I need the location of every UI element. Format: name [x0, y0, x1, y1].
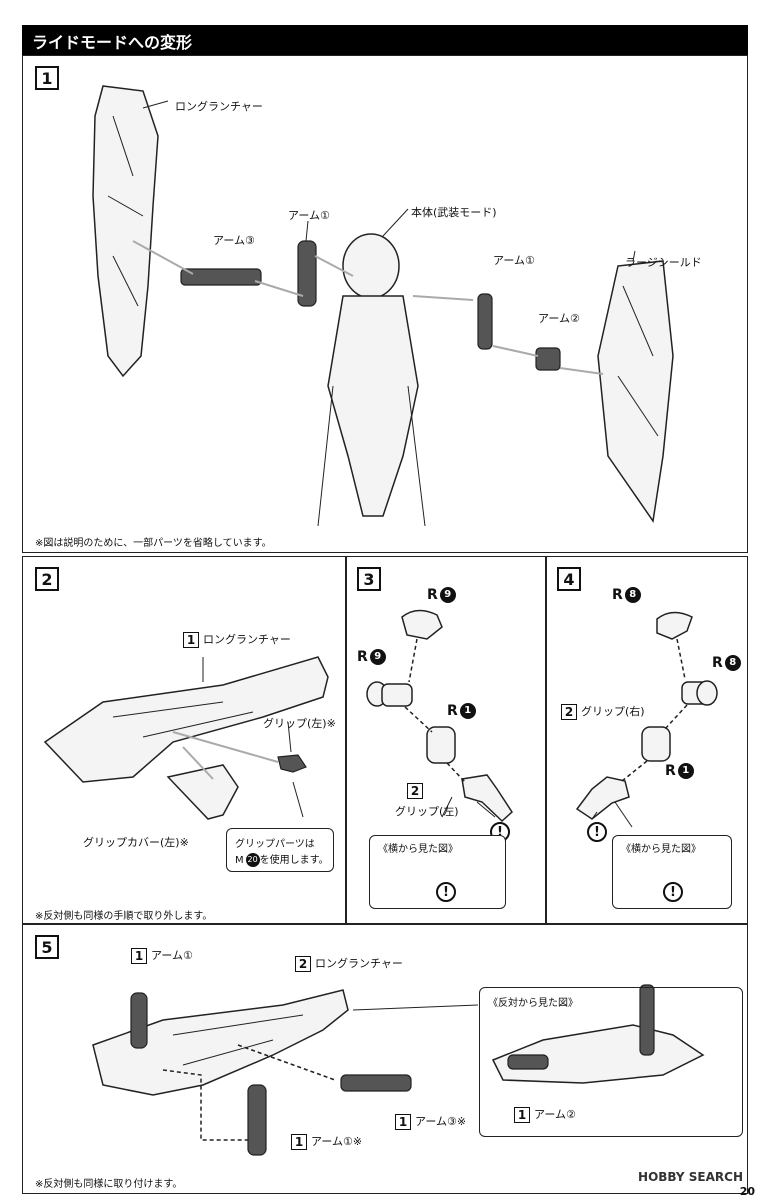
label-arm2: アーム②: [538, 312, 580, 325]
label-body: 本体(武装モード): [411, 206, 497, 219]
side-view-box: 《横から見た図》 !: [369, 835, 506, 909]
ref-step-number: 1: [291, 1134, 307, 1150]
label-large-shield: ラージシールド: [625, 256, 702, 269]
ref-step-number: 1: [183, 632, 199, 648]
part-number-badge: 8: [724, 655, 741, 671]
label-long-launcher: ロングランチャー: [175, 100, 263, 113]
ref-step-number: 1: [514, 1107, 530, 1123]
label-arm1-a: アーム①: [288, 209, 330, 222]
part-number-badge: 9: [369, 649, 386, 665]
step-5-note: ※反対側も同様に取り付けます。: [35, 1179, 183, 1190]
step-number: 5: [35, 935, 59, 959]
step-1-note: ※図は説明のために、一部パーツを省略しています。: [35, 538, 272, 549]
step-number: 1: [35, 66, 59, 90]
part-number-badge: 9: [439, 587, 456, 603]
part-number-badge: 1: [677, 763, 694, 779]
step-1-illustration: [92, 85, 674, 527]
side-view-title: 《横から見た図》: [378, 844, 458, 855]
warning-icon: !: [587, 822, 607, 842]
label-grip-left: グリップ(左)※: [263, 717, 336, 730]
step-number: 2: [35, 567, 59, 591]
side-view-box: 《横から見た図》 !: [612, 835, 732, 909]
label-grip-cover: グリップカバー(左)※: [83, 836, 189, 849]
part-number-badge: 1: [459, 703, 476, 719]
step-number: 3: [357, 567, 381, 591]
label-arm3: アーム③: [213, 234, 255, 247]
ref-step-number: 2: [295, 956, 311, 972]
opposite-view-title: 《反対から見た図》: [488, 998, 578, 1009]
label-grip-left: グリップ(左): [395, 805, 459, 818]
ref-step-number: 1: [395, 1114, 411, 1130]
page-number: 20: [739, 1185, 755, 1198]
label-arm1-b: アーム①: [493, 254, 535, 267]
ref-step-number: 2: [561, 704, 577, 720]
warning-icon: !: [436, 882, 456, 902]
step-number: 4: [557, 567, 581, 591]
page-title: ライドモードへの変形: [32, 33, 193, 52]
warning-icon: !: [663, 882, 683, 902]
step-2-illustration: [43, 656, 329, 820]
ref-step-number: 1: [131, 948, 147, 964]
step-3-grip-label: 2: [407, 783, 427, 799]
step-5-illustration: [92, 984, 705, 1156]
runner-number-badge: 20: [245, 853, 260, 867]
watermark: HOBBY SEARCH: [638, 1170, 743, 1184]
part-number-badge: 8: [624, 587, 641, 603]
side-view-title: 《横から見た図》: [621, 844, 701, 855]
ref-step-number: 2: [407, 783, 423, 799]
step-2-note: ※反対側も同様の手順で取り外します。: [35, 911, 213, 922]
step-1-panel: 1 ロングランチャー アーム③ アーム① 本体(武装モード) ア: [22, 55, 748, 553]
info-line-1: グリップパーツは: [235, 839, 315, 850]
page-header: ライドモードへの変形: [22, 25, 748, 55]
